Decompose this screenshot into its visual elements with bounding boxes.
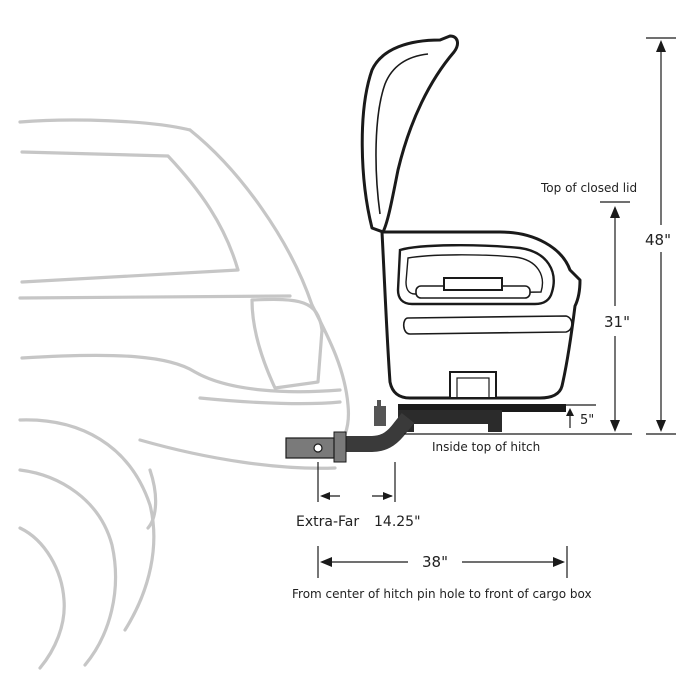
hitch-collar xyxy=(333,431,347,463)
label-48-inches: 48" xyxy=(645,231,671,249)
cargo-box-body xyxy=(380,230,582,400)
label-top-closed-lid: Top of closed lid xyxy=(540,181,637,195)
arrow-31-bottom xyxy=(610,420,620,432)
hitch-assembly xyxy=(285,400,566,463)
arrow-extrafar xyxy=(320,492,330,500)
arrow-5-up xyxy=(566,408,574,416)
label-inside-top-of-hitch: Inside top of hitch xyxy=(432,440,540,454)
label-31-inches: 31" xyxy=(604,313,630,331)
cargo-box-latch xyxy=(443,277,503,291)
clamp-knob xyxy=(374,406,386,426)
cargo-box-panel xyxy=(396,244,555,306)
hitch-pin-hole xyxy=(313,443,323,453)
arrow-38-right xyxy=(553,557,565,567)
cargo-box xyxy=(360,34,582,400)
arrow-31-top xyxy=(610,206,620,218)
arrow-38-left xyxy=(320,557,332,567)
label-5-inches: 5" xyxy=(580,413,594,428)
label-distance-caption: From center of hitch pin hole to front o… xyxy=(292,587,592,601)
hitch-receiver xyxy=(285,437,335,459)
arrow-48-bottom xyxy=(656,420,666,432)
riser-tube xyxy=(346,413,415,452)
dimension-lines xyxy=(317,37,676,578)
cargo-box-lid-inner xyxy=(375,53,429,215)
vehicle-outline xyxy=(18,118,351,670)
cargo-box-lid xyxy=(360,34,459,234)
carrier-platform xyxy=(398,404,566,412)
label-extra-far: Extra-Far xyxy=(296,514,359,530)
arrow-48-top xyxy=(656,40,666,52)
label-14-25-inches: 14.25" xyxy=(374,514,421,530)
arrow-1425 xyxy=(383,492,393,500)
label-38-inches: 38" xyxy=(422,553,448,571)
